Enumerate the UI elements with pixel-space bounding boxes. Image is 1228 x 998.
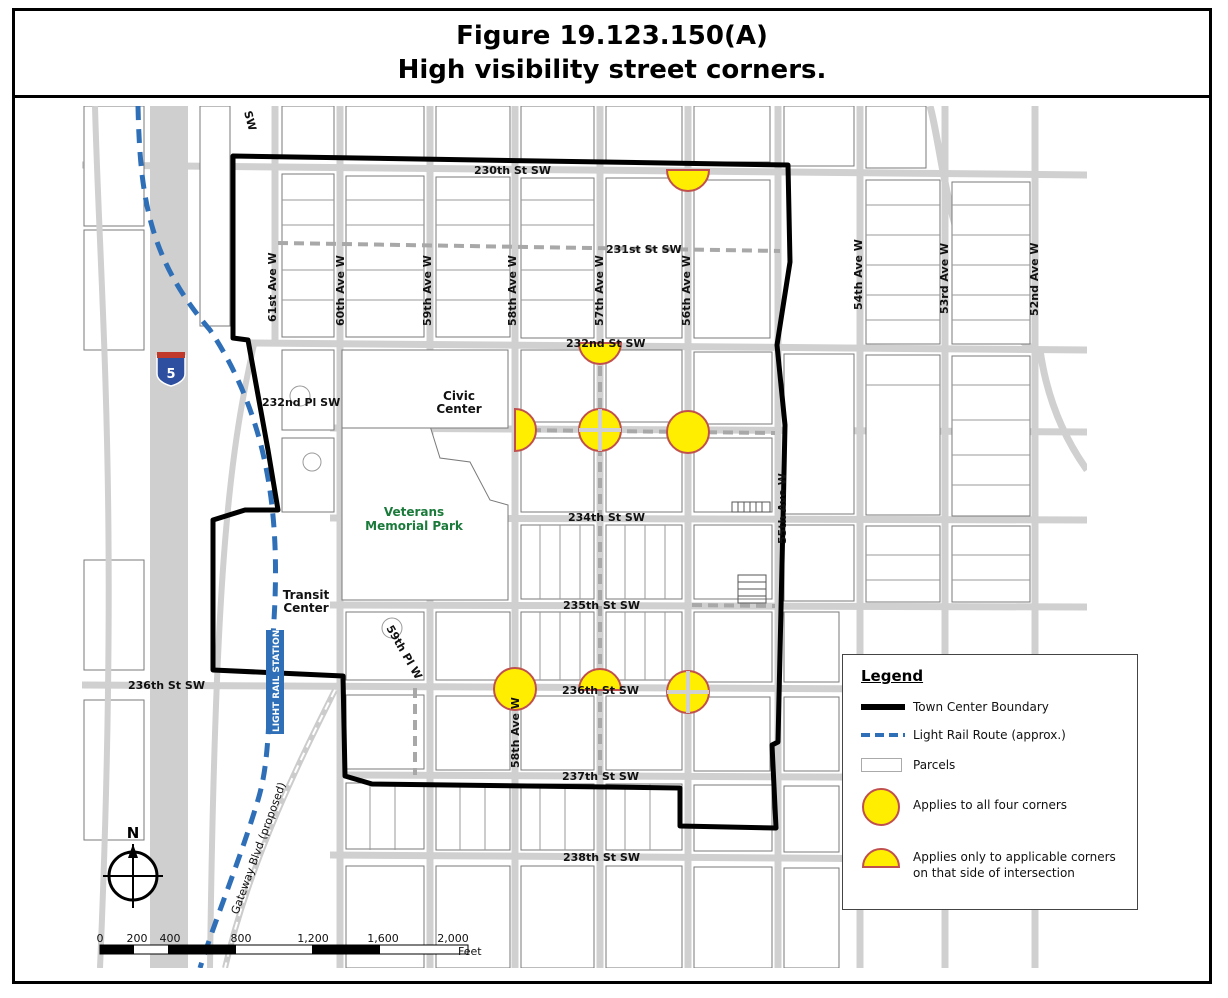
figure-title-box: Figure 19.123.150(A) High visibility str…: [15, 11, 1209, 98]
corner-markers: [493, 169, 711, 714]
north-label: N: [127, 824, 140, 842]
scale-tick-1200: 1,200: [297, 932, 329, 945]
street-label-238th: 238th St SW: [563, 851, 640, 864]
civic-center-parcel: [341, 349, 509, 429]
street-label-55th: 55th Ave W: [776, 473, 789, 544]
park-label-2: Memorial Park: [365, 519, 464, 533]
scale-bar: 0 200 400 800 1,200 1,600 2,000 Feet: [97, 932, 483, 958]
interstate-5-road: [150, 106, 188, 968]
park-label-1: Veterans: [384, 505, 444, 519]
scale-tick-400: 400: [160, 932, 181, 945]
street-label-58th: 58th Ave W: [506, 255, 519, 326]
cul-de-sac-59th-pl: [381, 617, 403, 639]
street-label-237th: 237th St SW: [562, 770, 639, 783]
street-label-53rd: 53rd Ave W: [938, 243, 951, 314]
light-rail-route: [135, 106, 279, 968]
scale-tick-800: 800: [231, 932, 252, 945]
legend-label-parcels: Parcels: [913, 758, 956, 772]
street-label-52nd: 52nd Ave W: [1028, 242, 1041, 316]
light-rail-station-box: [266, 630, 284, 734]
interstate-number: 5: [166, 367, 175, 382]
street-label-54th: 54th Ave W: [852, 239, 865, 310]
frontage-road: [92, 106, 112, 968]
map-layer: 230th St SW 231st St SW 232nd St SW 232n…: [82, 106, 1087, 968]
corner-marker-full-58th-236th: [493, 667, 537, 711]
corner-marker-half-58th-civic: [514, 407, 537, 453]
street-label-236th-west: 236th St SW: [128, 679, 205, 692]
parcel-box-icon: [861, 758, 902, 772]
cul-de-sac-232nd-pl: [289, 385, 311, 407]
street-label-232nd-pl: 232nd Pl SW: [262, 396, 340, 409]
street-label-60th: 60th Ave W: [334, 255, 347, 326]
scale-tick-2000: 2,000: [437, 932, 469, 945]
marker-crosslines: [579, 409, 709, 713]
north-arrow-icon: N: [103, 824, 163, 908]
figure-title: Figure 19.123.150(A): [456, 21, 768, 51]
legend: Legend Town Center Boundary Light Rail R…: [842, 654, 1138, 910]
park-parcel: [341, 425, 509, 601]
civic-center-label-2: Center: [436, 402, 481, 416]
street-label-230th: 230th St SW: [474, 164, 551, 177]
yellow-circle-icon: [862, 788, 900, 826]
transit-center-label-1: Transit: [283, 588, 330, 602]
street-label-232nd: 232nd St SW: [566, 337, 646, 350]
corner-marker-half-57th-232nd: [577, 342, 623, 365]
interstate-shield-icon: 5: [156, 352, 186, 387]
town-center-boundary: [210, 153, 793, 831]
street-label-top-left: SW: [241, 109, 259, 132]
scale-tick-1600: 1,600: [367, 932, 399, 945]
legend-label-half-corner-2: on that side of intersection: [913, 866, 1075, 880]
scale-tick-200: 200: [127, 932, 148, 945]
figure-subtitle: High visibility street corners.: [397, 55, 827, 85]
thick-line-icon: [861, 704, 905, 710]
legend-label-boundary: Town Center Boundary: [913, 700, 1049, 714]
street-label-231st: 231st St SW: [606, 243, 682, 256]
street-label-234th: 234th St SW: [568, 511, 645, 524]
civic-center-label-1: Civic: [443, 389, 475, 403]
street-label-61st: 61st Ave W: [266, 252, 279, 322]
corner-marker-half-56th-230th: [665, 169, 711, 192]
yellow-half-circle-icon: [861, 848, 901, 868]
legend-label-light-rail: Light Rail Route (approx.): [913, 728, 1066, 742]
scale-unit: Feet: [458, 945, 482, 958]
ramp-road: [207, 339, 258, 968]
street-label-236th: 236th St SW: [562, 684, 639, 697]
street-label-56th: 56th Ave W: [680, 255, 693, 326]
transit-center-label-2: Center: [283, 601, 328, 615]
cul-de-sac-south: [302, 452, 322, 472]
scale-tick-0: 0: [97, 932, 104, 945]
gateway-blvd-proposed-line: [224, 689, 336, 968]
parcel-lines: [282, 199, 1030, 850]
light-rail-station-label: LIGHT RAIL STATION: [272, 630, 282, 732]
corner-marker-half-57th-236th: [577, 668, 623, 691]
legend-label-half-corner-1: Applies only to applicable corners: [913, 850, 1116, 864]
street-label-57th: 57th Ave W: [593, 255, 606, 326]
parcels: [83, 106, 1031, 968]
street-label-59th: 59th Ave W: [421, 255, 434, 326]
corner-marker-full-56th-civic: [666, 410, 710, 454]
dashed-line-icon: [861, 733, 905, 737]
legend-label-full-corner: Applies to all four corners: [913, 798, 1068, 812]
legend-title: Legend: [861, 667, 924, 685]
street-label-235th: 235th St SW: [563, 599, 640, 612]
building-hatch: [731, 501, 771, 604]
street-label-58th-south: 58th Ave W: [509, 697, 522, 768]
